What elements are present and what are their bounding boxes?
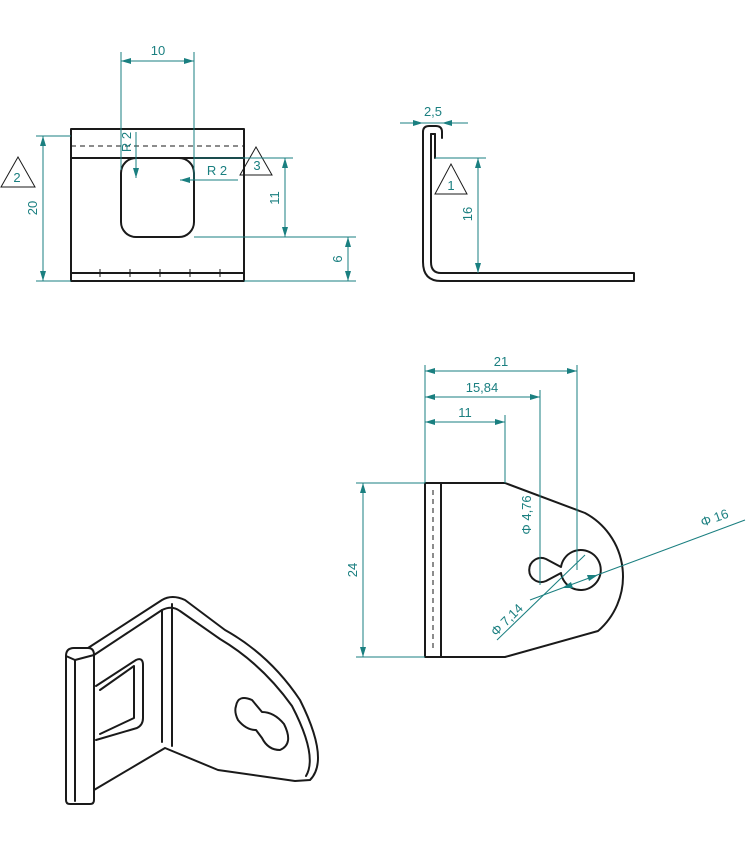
radius-label-top: R 2 (119, 132, 134, 152)
dim-arrow (413, 120, 423, 126)
top-view: 21 15,84 11 24 Φ 16 Φ 7,14 Φ 4,76 (345, 354, 746, 658)
iso-keyhole (234, 697, 290, 751)
dim-arrow (495, 419, 505, 425)
iso-hook-front (65, 654, 95, 805)
dim-arrow (530, 394, 540, 400)
isometric-view (65, 596, 319, 805)
side-profile (422, 131, 635, 282)
dim-arrow (425, 394, 435, 400)
dim-arrow (425, 368, 435, 374)
mid-diameter-label: Φ 7,14 (488, 601, 526, 639)
dim-arrow (40, 136, 46, 146)
length-dimension-label: 21 (494, 354, 508, 369)
height-dimension-label: 20 (25, 201, 40, 215)
short-dimension-label: 11 (458, 405, 472, 420)
detail-1-triangle (434, 162, 468, 195)
base-dimension-label: 6 (330, 255, 345, 262)
dim-arrow (40, 271, 46, 281)
width-dimension-label: 10 (151, 43, 165, 58)
side-hook (422, 125, 443, 139)
dim-arrow (184, 58, 194, 64)
dim-arrow (180, 177, 190, 183)
iso-outline (87, 596, 319, 791)
dim-arrow (345, 237, 351, 247)
dim-arrow (562, 582, 573, 588)
detail-2-triangle (0, 155, 36, 188)
dim-arrow (475, 158, 481, 168)
dim-arrow (360, 647, 366, 657)
dim-arrow (442, 120, 452, 126)
dim-arrow (282, 227, 288, 237)
dim-arrow (282, 158, 288, 168)
large-diameter-label: Φ 16 (699, 506, 731, 530)
front-outline (70, 128, 245, 282)
dim-arrow (587, 575, 598, 581)
iso-hook-top (65, 647, 95, 661)
dim-arrow (360, 483, 366, 493)
detail-3-triangle (239, 145, 273, 176)
dim-arrow (425, 419, 435, 425)
small-diameter-label: Φ 4,76 (519, 495, 534, 534)
top-outline (424, 482, 624, 658)
keyhole (528, 549, 602, 591)
slot-height-dimension-label: 11 (267, 191, 282, 205)
side-view: 2,5 16 1 (400, 104, 635, 282)
detail-2-label: 2 (13, 170, 20, 185)
dim-arrow (475, 263, 481, 273)
mid-dimension-label: 15,84 (466, 380, 499, 395)
front-view: 10 R 2 R 2 3 2 20 11 6 (0, 43, 356, 282)
detail-3-label: 3 (253, 158, 260, 173)
width-dimension-label: 24 (345, 563, 360, 577)
dim-arrow (345, 271, 351, 281)
iso-slot (95, 658, 144, 741)
radius-label-side: R 2 (207, 163, 227, 178)
detail-1-label: 1 (447, 178, 454, 193)
front-slot (120, 157, 195, 238)
dim-arrow (567, 368, 577, 374)
mid-diameter-leader (496, 554, 586, 641)
dim-arrow (133, 168, 139, 178)
dim-arrow (121, 58, 131, 64)
thickness-dimension-label: 2,5 (424, 104, 442, 119)
iso-slot-inner (99, 665, 135, 735)
side-height-dimension-label: 16 (460, 207, 475, 221)
